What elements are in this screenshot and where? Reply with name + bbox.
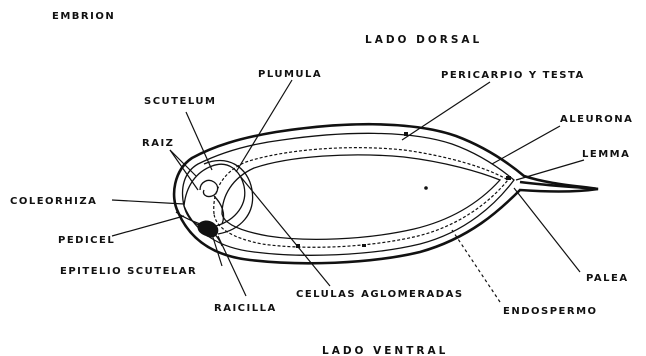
raicilla-leader bbox=[218, 236, 246, 296]
diagram-title: EMBRION bbox=[52, 11, 115, 22]
label-palea: PALEA bbox=[586, 273, 629, 284]
layer-mark-3 bbox=[362, 244, 366, 247]
scutelum-leader bbox=[186, 112, 212, 170]
label-scutelum: SCUTELUM bbox=[144, 96, 216, 107]
label-pedicel: PEDICEL bbox=[58, 235, 115, 246]
label-endospermo: ENDOSPERMO bbox=[503, 306, 598, 317]
endosperm-dot bbox=[424, 186, 428, 190]
outer-hull-outline bbox=[174, 124, 598, 263]
scutellar-epithelium-mark bbox=[197, 221, 218, 238]
label-pericarpio: PERICARPIO Y TESTA bbox=[441, 70, 585, 81]
pedicel-leader bbox=[112, 216, 184, 236]
layer-mark-1 bbox=[404, 132, 408, 136]
plumule-swirl bbox=[200, 180, 218, 196]
ventral-side-label: LADO VENTRAL bbox=[322, 345, 448, 356]
endosperm-boundary bbox=[222, 155, 500, 239]
label-celulas: CELULAS AGLOMERADAS bbox=[296, 289, 464, 300]
dorsal-side-label: LADO DORSAL bbox=[365, 34, 482, 46]
pericarp-layer bbox=[183, 133, 514, 255]
plumula-leader bbox=[236, 80, 292, 172]
palea-leader bbox=[514, 188, 580, 272]
aleurona-leader bbox=[492, 126, 560, 164]
layer-mark-4 bbox=[506, 176, 511, 180]
label-coleorhiza: COLEORHIZA bbox=[10, 196, 97, 207]
label-raiz: RAIZ bbox=[142, 138, 174, 149]
label-epitelio: EPITELIO SCUTELAR bbox=[60, 266, 197, 277]
raiz-leader-2 bbox=[170, 150, 196, 176]
label-aleurona: ALEURONA bbox=[560, 114, 633, 125]
part-labels: PLUMULA PERICARPIO Y TESTA SCUTELUM ALEU… bbox=[10, 69, 633, 317]
grain-drawing bbox=[174, 124, 598, 263]
label-plumula: PLUMULA bbox=[258, 69, 322, 80]
label-lemma: LEMMA bbox=[582, 149, 630, 160]
celulas-leader bbox=[240, 176, 330, 286]
pericarpio-leader bbox=[402, 82, 490, 140]
label-raicilla: RAICILLA bbox=[214, 303, 277, 314]
lemma-leader bbox=[516, 160, 584, 180]
